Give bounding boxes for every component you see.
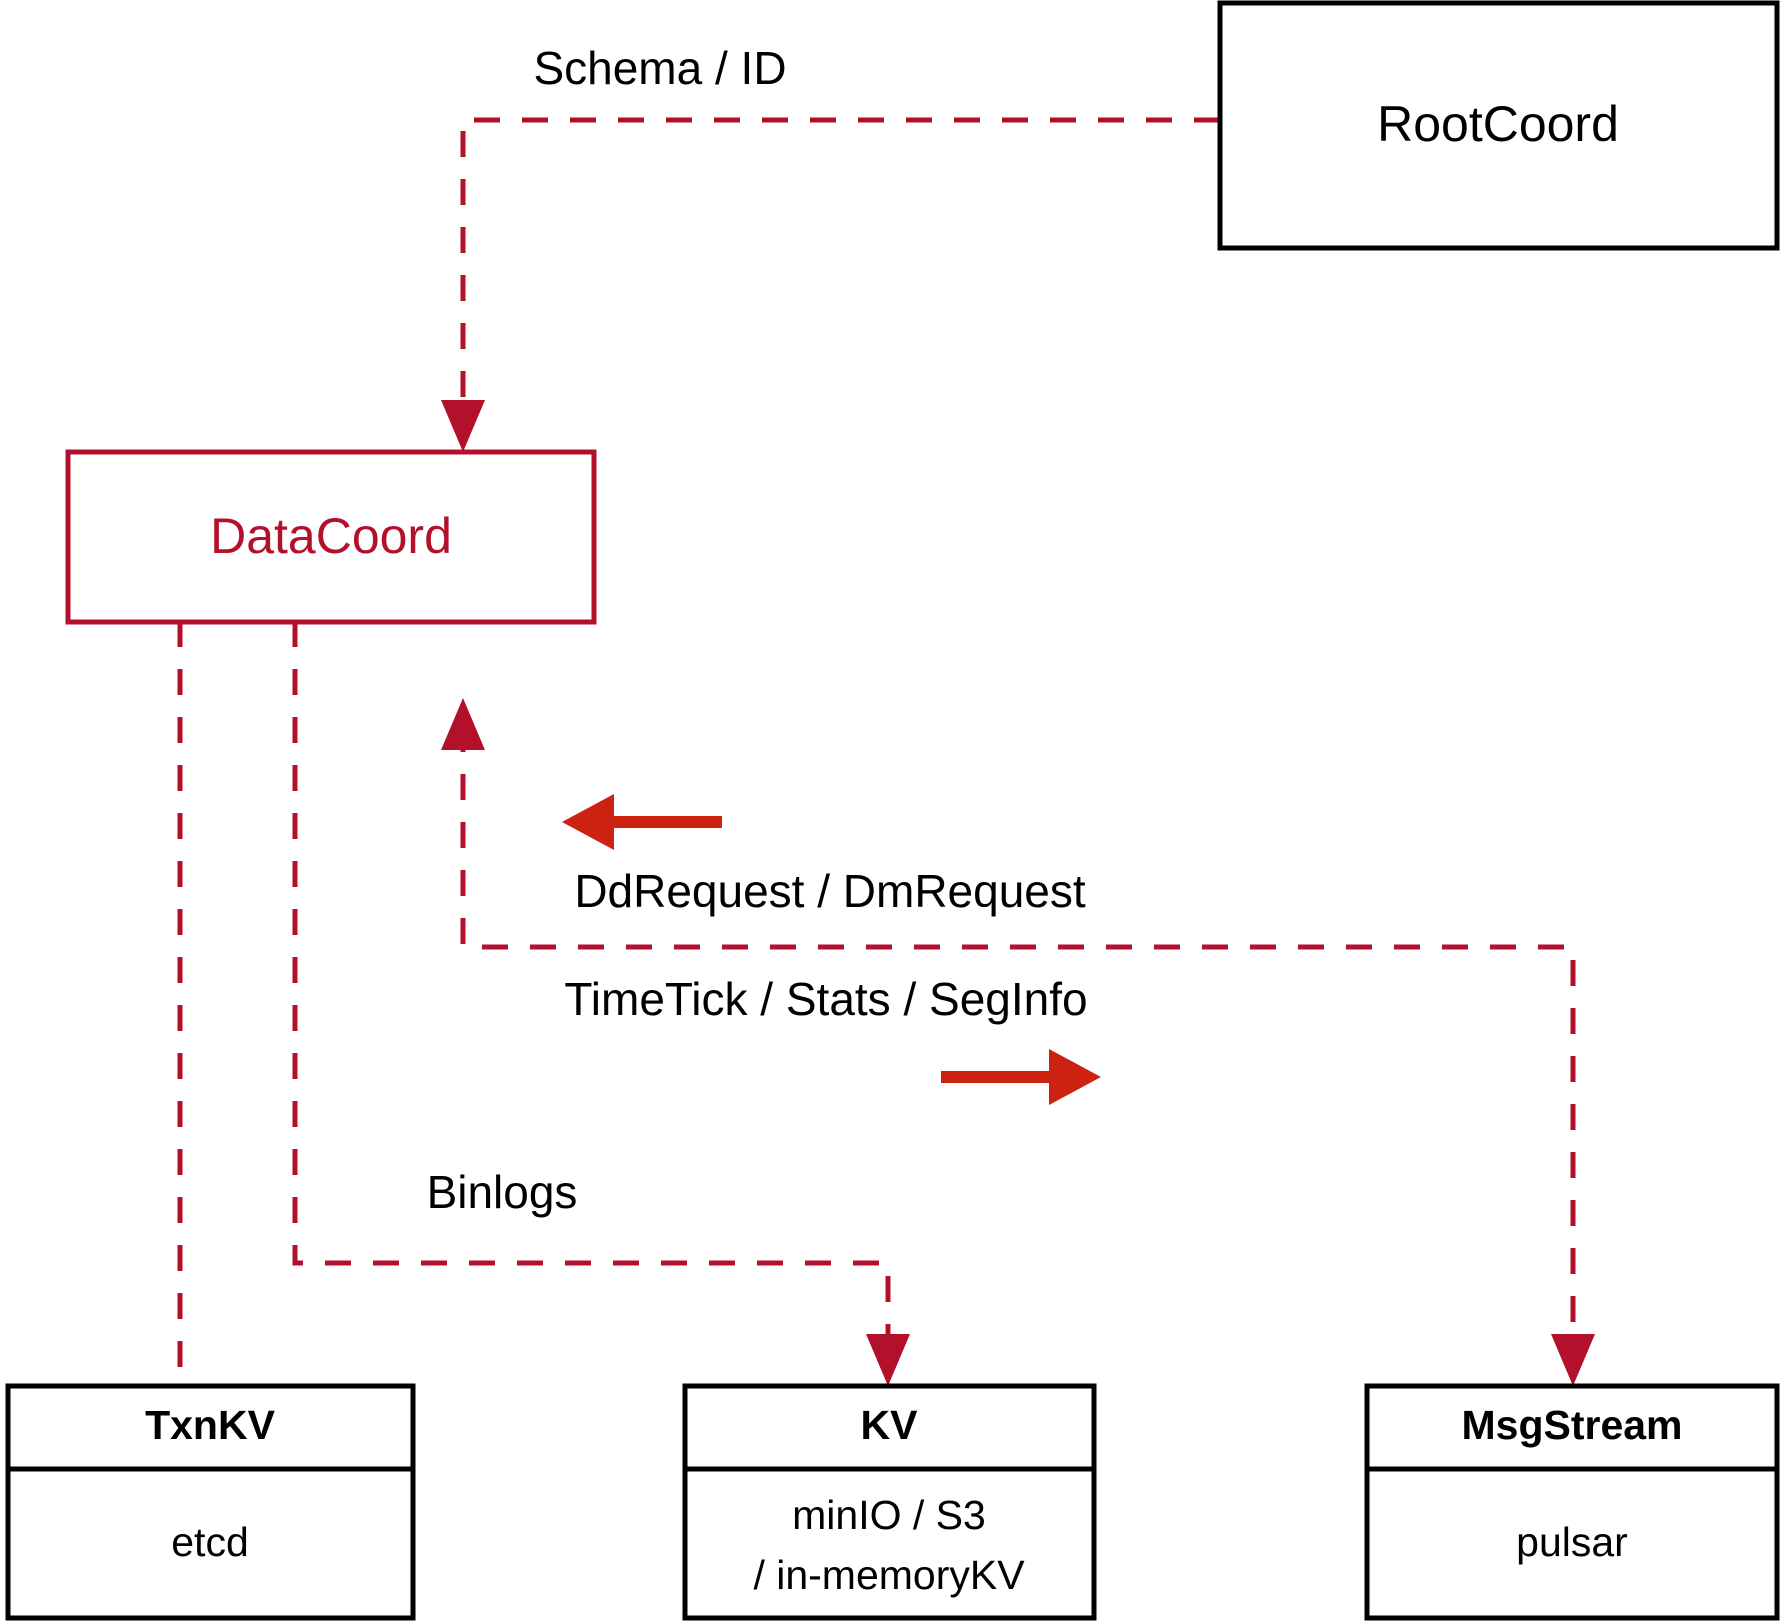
edge-label-binlogs: Binlogs — [427, 1166, 578, 1218]
txnkv-title: TxnKV — [145, 1402, 276, 1448]
node-msgstream[interactable]: MsgStream pulsar — [1364, 1383, 1780, 1621]
datacoord-box — [65, 449, 597, 625]
connector-datacoord-msgstream — [460, 726, 1576, 1358]
txnkv-box — [5, 1383, 416, 1621]
connector-schema-id — [460, 117, 1220, 424]
node-datacoord[interactable]: DataCoord — [65, 449, 597, 625]
msgstream-title: MsgStream — [1461, 1402, 1682, 1448]
txnkv-sub: etcd — [171, 1519, 249, 1565]
edge-label-schema-id: Schema / ID — [533, 42, 786, 94]
kv-box — [682, 1383, 1097, 1621]
arrowhead-binlogs-icon — [866, 1334, 910, 1386]
rootcoord-label: RootCoord — [1377, 96, 1619, 152]
arrowhead-to-msgstream-icon — [1551, 1334, 1595, 1386]
node-rootcoord[interactable]: RootCoord — [1217, 0, 1780, 251]
datacoord-label: DataCoord — [210, 508, 452, 564]
edge-label-ddrequest-dmrequest: DdRequest / DmRequest — [574, 865, 1086, 917]
rootcoord-box — [1217, 0, 1780, 251]
kv-title: KV — [861, 1402, 919, 1448]
arrowhead-schema-id-icon — [441, 400, 485, 452]
arrowhead-to-datacoord-icon — [441, 698, 485, 750]
kv-sub-line1: minIO / S3 — [792, 1492, 986, 1538]
msgstream-sub: pulsar — [1516, 1519, 1628, 1565]
edge-label-timetick-stats-seginfo: TimeTick / Stats / SegInfo — [564, 973, 1087, 1025]
direction-arrow-left-icon — [562, 794, 614, 850]
kv-sub-line2: / in-memoryKV — [753, 1552, 1025, 1598]
node-txnkv[interactable]: TxnKV etcd — [5, 1383, 416, 1621]
node-kv[interactable]: KV minIO / S3 / in-memoryKV — [682, 1383, 1097, 1621]
direction-arrow-right-icon — [1049, 1049, 1101, 1105]
msgstream-box — [1364, 1383, 1780, 1621]
